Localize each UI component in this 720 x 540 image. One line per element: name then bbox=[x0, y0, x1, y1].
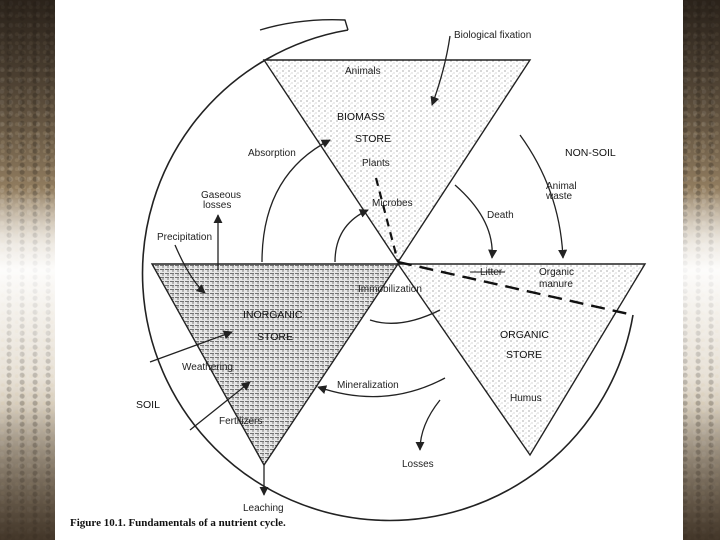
outer-arc-top bbox=[260, 20, 348, 30]
label-microbes: Microbes bbox=[372, 198, 413, 209]
label-death: Death bbox=[487, 210, 514, 221]
label-store-left: STORE bbox=[257, 331, 293, 343]
label-litter: Litter bbox=[480, 267, 503, 278]
label-organic-store: ORGANIC bbox=[500, 329, 549, 341]
label-store-right: STORE bbox=[506, 349, 542, 361]
label-non-soil: NON-SOIL bbox=[565, 147, 616, 159]
label-humus: Humus bbox=[510, 393, 542, 404]
label-losses-gas: losses bbox=[203, 200, 231, 211]
label-weathering: Weathering bbox=[182, 362, 233, 373]
label-organic: Organic bbox=[539, 267, 574, 278]
label-losses: Losses bbox=[402, 459, 434, 470]
label-biomass: BIOMASS bbox=[337, 111, 385, 123]
label-waste: waste bbox=[545, 191, 573, 202]
label-mineralization: Mineralization bbox=[337, 380, 399, 391]
immobilization-arc bbox=[370, 310, 440, 323]
label-precipitation: Precipitation bbox=[157, 232, 212, 243]
label-plants: Plants bbox=[362, 158, 390, 169]
label-biological-fixation: Biological fixation bbox=[454, 30, 531, 41]
microbes-inner-arc bbox=[335, 210, 368, 262]
figure-caption: Figure 10.1. Fundamentals of a nutrient … bbox=[70, 517, 286, 529]
label-fertilizers: Fertilizers bbox=[219, 416, 262, 427]
label-animals: Animals bbox=[345, 66, 381, 77]
label-leaching: Leaching bbox=[243, 503, 284, 514]
death-arc bbox=[455, 185, 492, 258]
label-inorganic: INORGANIC bbox=[243, 309, 303, 321]
label-absorption: Absorption bbox=[248, 148, 296, 159]
label-immobilization: Immobilization bbox=[358, 284, 422, 295]
label-store-top: STORE bbox=[355, 133, 391, 145]
label-soil: SOIL bbox=[136, 399, 160, 411]
losses-arrow bbox=[420, 400, 440, 450]
biomass-store-triangle bbox=[264, 60, 530, 262]
label-manure: manure bbox=[539, 279, 573, 290]
